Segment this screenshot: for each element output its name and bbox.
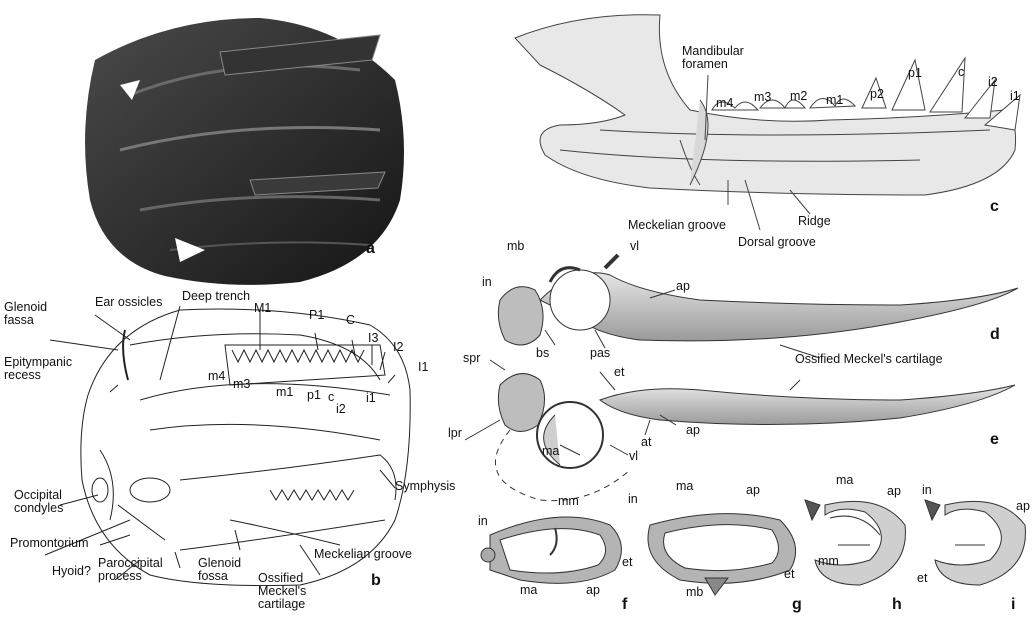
panel-label-a: a [366, 240, 375, 258]
panel-label-d: d [990, 326, 1000, 344]
label-g-in: in [628, 493, 638, 506]
label-p1: p1 [307, 389, 321, 402]
label-occipital-condyles: Occipital condyles [14, 489, 63, 515]
label-ridge: Ridge [798, 215, 831, 228]
label-d-bs: bs [536, 347, 549, 360]
panel-label-b: b [371, 572, 381, 590]
panel-i-ossicles [925, 500, 1025, 585]
label-dorsal-groove: Dorsal groove [738, 236, 816, 249]
label-g-et: et [784, 568, 794, 581]
label-h-et: et [917, 572, 927, 585]
label-i-ap: ap [1016, 500, 1030, 513]
label-d-in: in [482, 276, 492, 289]
label-meckelian-groove-c: Meckelian groove [628, 219, 726, 232]
label-c: c [328, 391, 334, 404]
label-g-ap: ap [746, 484, 760, 497]
panel-label-f: f [622, 596, 627, 614]
label-f-ma: ma [520, 584, 537, 597]
label-e-lpr: lpr [448, 427, 462, 440]
label-h-ma: ma [836, 474, 853, 487]
label-f-et: et [622, 556, 632, 569]
label-I1: I1 [418, 361, 428, 374]
label-M1: M1 [254, 302, 271, 315]
label-e-spr: spr [463, 352, 480, 365]
label-d-vl: vl [630, 240, 639, 253]
label-g-ma: ma [676, 480, 693, 493]
label-c-m2: m2 [790, 90, 807, 103]
label-m4: m4 [208, 370, 225, 383]
label-c-p2: p2 [870, 88, 884, 101]
panel-label-g: g [792, 596, 802, 614]
label-m1: m1 [276, 386, 293, 399]
label-c-m4: m4 [716, 97, 733, 110]
label-e-ma: ma [542, 445, 559, 458]
label-i2: i2 [336, 403, 346, 416]
label-i-in: in [922, 484, 932, 497]
label-m3: m3 [233, 378, 250, 391]
label-d-mb: mb [507, 240, 524, 253]
label-c-m3: m3 [754, 91, 771, 104]
label-epitympanic-recess: Epitympanic recess [4, 356, 72, 382]
label-hyoid: Hyoid? [52, 565, 91, 578]
label-e-at: at [641, 436, 651, 449]
panel-g-ossicles [648, 514, 796, 595]
label-f-ap: ap [586, 584, 600, 597]
label-d-pas: pas [590, 347, 610, 360]
label-glenoid-fassa: Glenoid fassa [4, 301, 47, 327]
panel-label-h: h [892, 596, 902, 614]
panel-b-skull-drawing [45, 306, 410, 586]
label-c-m1: m1 [826, 94, 843, 107]
panel-label-c: c [990, 198, 999, 216]
panel-h-ossicles [805, 500, 905, 585]
label-meckelian-groove-b: Meckelian groove [314, 548, 412, 561]
panel-e-meckels-lateral [465, 360, 1015, 501]
label-d-ap: ap [676, 280, 690, 293]
label-c-p1: p1 [908, 67, 922, 80]
label-c-i1: i1 [1010, 90, 1020, 103]
label-P1: P1 [309, 309, 324, 322]
label-f-in: in [478, 515, 488, 528]
label-c-i2: i2 [988, 76, 998, 89]
label-g-mb: mb [686, 586, 703, 599]
panel-label-i: i [1011, 596, 1015, 614]
label-h-mm: mm [818, 555, 839, 568]
label-I3: I3 [368, 332, 378, 345]
label-symphysis: Symphysis [395, 480, 455, 493]
label-e-vl: vl [629, 450, 638, 463]
label-promontorium: Promontorium [10, 537, 89, 550]
label-deep-trench: Deep trench [182, 290, 250, 303]
label-h-ap: ap [887, 485, 901, 498]
label-e-et: et [614, 366, 624, 379]
label-c-c: c [958, 66, 964, 79]
panel-c-mandible-drawing [515, 15, 1020, 230]
label-mandibular-foramen: Mandibular foramen [682, 45, 744, 71]
panel-d-meckels-dorsal [498, 255, 1018, 358]
panel-f-ossicles [481, 517, 621, 583]
label-C: C [346, 314, 355, 327]
label-paroccipital-process: Paroccipital process [98, 557, 163, 583]
label-f-mm: mm [558, 495, 579, 508]
label-I2: I2 [393, 341, 403, 354]
label-glenoid-fossa: Glenoid fossa [198, 557, 241, 583]
label-ear-ossicles: Ear ossicles [95, 296, 162, 309]
label-e-ap: ap [686, 424, 700, 437]
panel-label-e: e [990, 431, 999, 449]
label-i1: i1 [366, 392, 376, 405]
label-d-ossified-meckels-cartilage: Ossified Meckel's cartilage [795, 353, 943, 366]
panel-a-fossil-photo [85, 18, 404, 285]
label-ossified-meckels-cartilage-b: Ossified Meckel's cartilage [258, 572, 306, 611]
